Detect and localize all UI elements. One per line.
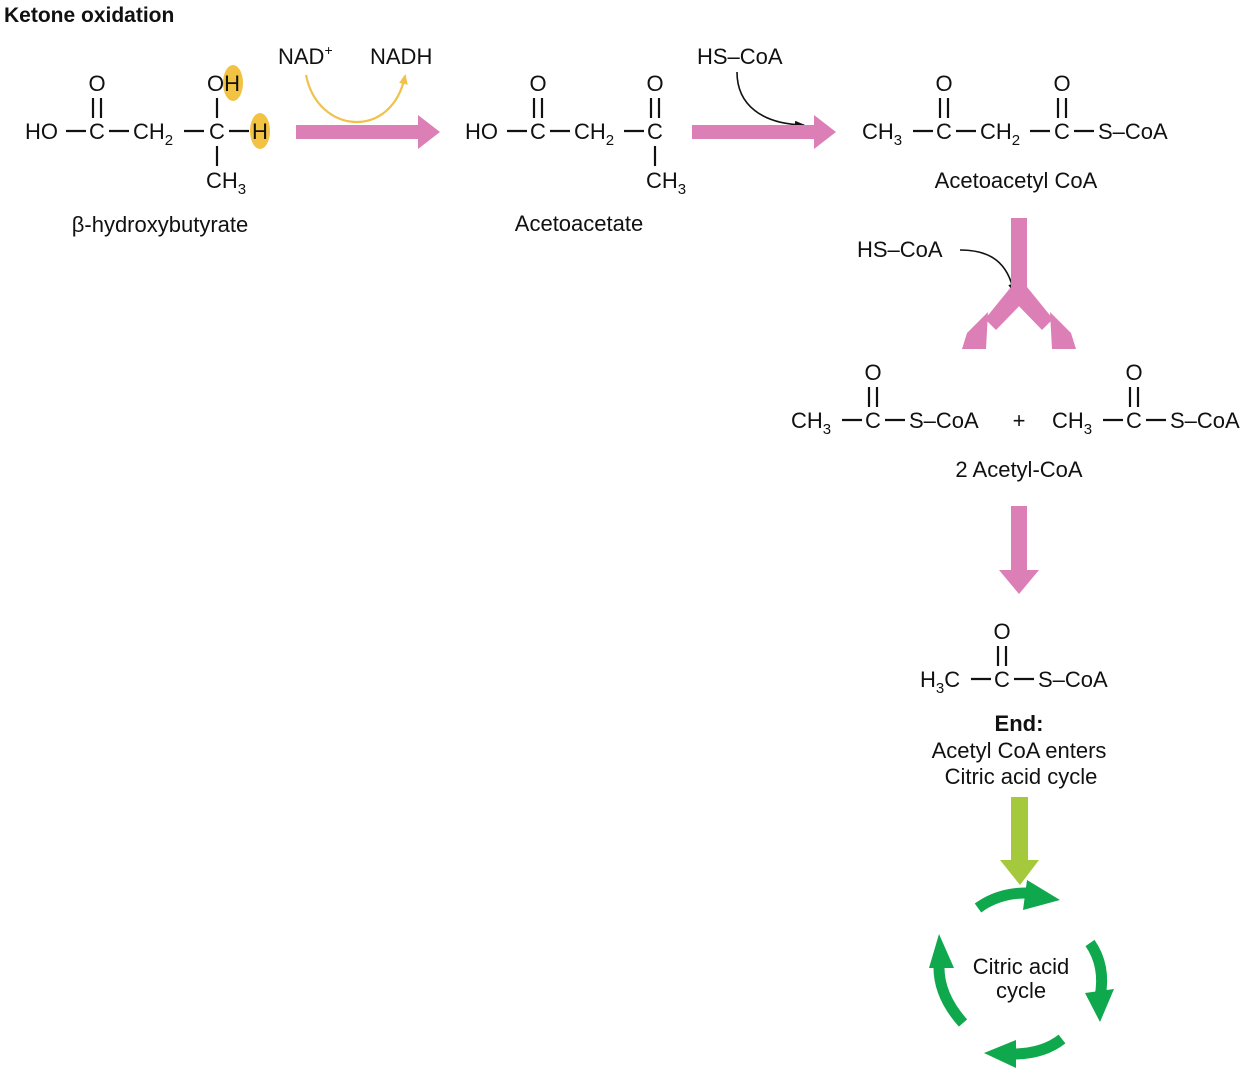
cycle-label-line-1: Citric acid <box>973 954 1070 979</box>
h-highlight <box>250 113 270 149</box>
hydrogen-atom: H <box>252 119 268 144</box>
hs-coa-label: HS–CoA <box>857 237 943 262</box>
cycle-arrow-top <box>974 887 1031 913</box>
hs-coa-label: HS–CoA <box>697 44 783 69</box>
carbonyl-oxygen: O <box>88 71 105 96</box>
hs-coa-curved-arrow <box>959 249 1017 294</box>
split-arrowhead-right <box>1050 312 1076 349</box>
methylene-group: CH2 <box>133 119 173 149</box>
carbonyl-oxygen: O <box>993 619 1010 644</box>
transfer-arrow <box>1000 797 1039 885</box>
cycle-label-line-2: cycle <box>996 978 1046 1003</box>
s-coa-group: S–CoA <box>1038 667 1108 692</box>
hydroxyl-group: HO <box>25 119 58 144</box>
nad-curved-arrow <box>304 74 408 124</box>
methylene-group: CH2 <box>574 119 614 149</box>
carbonyl-oxygen: O <box>529 71 546 96</box>
s-coa-group: S–CoA <box>1098 119 1168 144</box>
s-coa-group: S–CoA <box>909 408 979 433</box>
methyl-group: CH3 <box>206 168 246 198</box>
cycle-arrow-right <box>1085 939 1108 999</box>
keto-carbon: C <box>936 119 952 144</box>
carboxyl-carbon: C <box>530 119 546 144</box>
alpha-carbon: C <box>209 119 225 144</box>
acetoacetyl-coa-structure: CH3 C O CH2 C O S–CoA Acetoacetyl CoA <box>862 71 1168 193</box>
acetoacetyl-coa-label: Acetoacetyl CoA <box>935 168 1098 193</box>
citric-acid-cycle: Citric acid cycle <box>929 880 1114 1068</box>
oh-group: OH <box>207 71 240 96</box>
split-arrow <box>962 218 1076 349</box>
split-arrowhead-left <box>962 312 988 349</box>
methyl-group: CH3 <box>791 408 831 438</box>
end-heading: End: <box>995 711 1044 736</box>
end-line-2: Citric acid cycle <box>945 764 1098 789</box>
methyl-group: CH3 <box>862 119 902 149</box>
end-line-1: Acetyl CoA enters <box>932 738 1107 763</box>
acetyl-coa-label: 2 Acetyl-CoA <box>955 457 1082 482</box>
beta-hydroxybutyrate-structure: O HO C CH2 C OH H CH3 β-hydroxybutyrate <box>25 65 270 237</box>
methyl-group: H3C <box>920 667 960 697</box>
carbonyl-carbon: C <box>994 667 1010 692</box>
cycle-arrow-left <box>933 964 968 1027</box>
carbonyl-carbon: C <box>865 408 881 433</box>
nad-reduction: NAD+ NADH <box>278 42 432 124</box>
hs-coa-curved-arrow <box>736 71 805 129</box>
nad-plus-label: NAD+ <box>278 42 333 69</box>
methyl-group: CH3 <box>1052 408 1092 438</box>
diagram-title: Ketone oxidation <box>4 4 174 27</box>
methylene-group: CH2 <box>980 119 1020 149</box>
acetoacetate-label: Acetoacetate <box>515 211 643 236</box>
thioester-carbon: C <box>1054 119 1070 144</box>
s-coa-group: S–CoA <box>1170 408 1240 433</box>
acetoacetate-structure: O HO C CH2 C O CH3 Acetoacetate <box>465 71 686 236</box>
reaction-arrow-3 <box>999 506 1039 594</box>
carbonyl-carbon: C <box>1126 408 1142 433</box>
thioester-oxygen: O <box>1053 71 1070 96</box>
reaction-arrow-1 <box>296 115 440 149</box>
carbonyl-oxygen: O <box>1125 360 1142 385</box>
methyl-group: CH3 <box>646 168 686 198</box>
keto-carbon: C <box>647 119 663 144</box>
keto-oxygen: O <box>646 71 663 96</box>
carbonyl-oxygen: O <box>864 360 881 385</box>
acetyl-coa-left: CH3 C O S–CoA <box>791 360 979 438</box>
final-acetyl-coa-structure: H3C C O S–CoA <box>920 619 1108 697</box>
coa-addition-2: HS–CoA <box>857 237 1017 294</box>
hydroxyl-group: HO <box>465 119 498 144</box>
cycle-arrow-bottom <box>1012 1034 1066 1060</box>
beta-hydroxybutyrate-label: β-hydroxybutyrate <box>72 212 249 237</box>
nadh-label: NADH <box>370 44 432 69</box>
keto-oxygen: O <box>935 71 952 96</box>
plus-sign: + <box>1013 408 1026 433</box>
reaction-arrow-2 <box>692 115 836 149</box>
acetyl-coa-right: CH3 C O S–CoA <box>1052 360 1240 438</box>
carboxyl-carbon: C <box>89 119 105 144</box>
oh-highlight <box>223 65 243 101</box>
coa-addition-1: HS–CoA <box>697 44 805 129</box>
